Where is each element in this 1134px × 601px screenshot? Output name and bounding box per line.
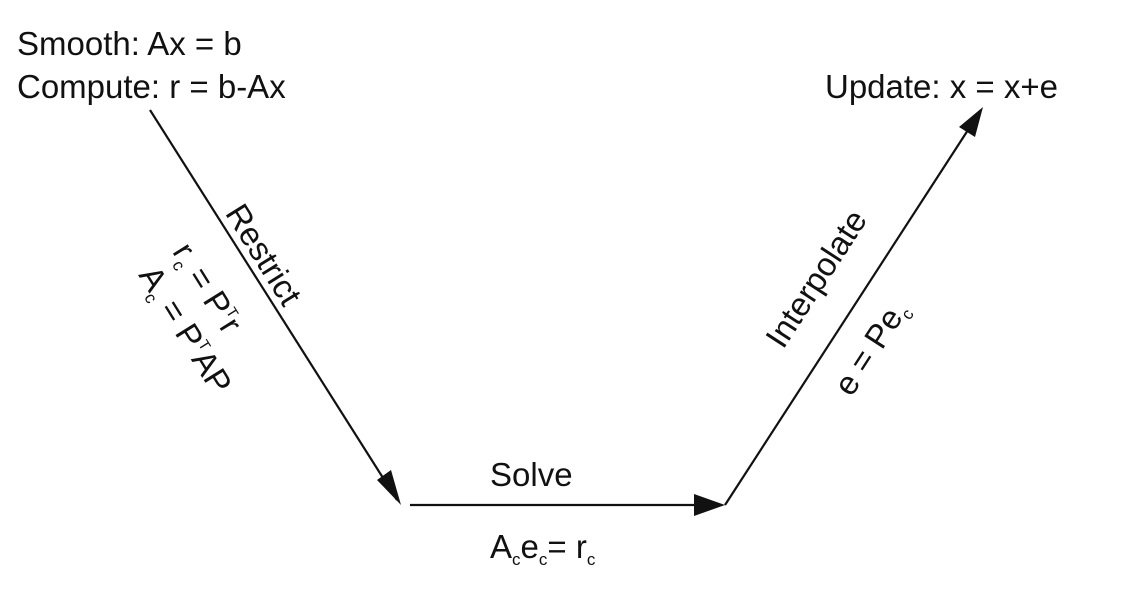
solve-e-subscript: c xyxy=(538,550,548,569)
solve-equals-r: = r xyxy=(547,528,587,565)
solve-arrowhead xyxy=(694,494,725,516)
solve-e: e xyxy=(520,528,539,565)
interpolate-arrowhead xyxy=(959,107,983,137)
compute-label: Compute: r = b-Ax xyxy=(17,68,286,105)
restrict-arrow xyxy=(149,109,398,501)
solve-a-subscript: c xyxy=(512,550,521,569)
solve-equation: Acec= rc xyxy=(490,530,595,568)
smooth-label: Smooth: Ax = b xyxy=(17,25,242,62)
solve-r-subscript: c xyxy=(586,550,596,569)
update-label: Update: x = x+e xyxy=(825,68,1058,105)
restrict-arrowhead xyxy=(377,470,401,505)
solve-a: A xyxy=(490,528,513,565)
solve-label: Solve xyxy=(490,456,573,493)
interpolate-arrow xyxy=(724,129,969,506)
